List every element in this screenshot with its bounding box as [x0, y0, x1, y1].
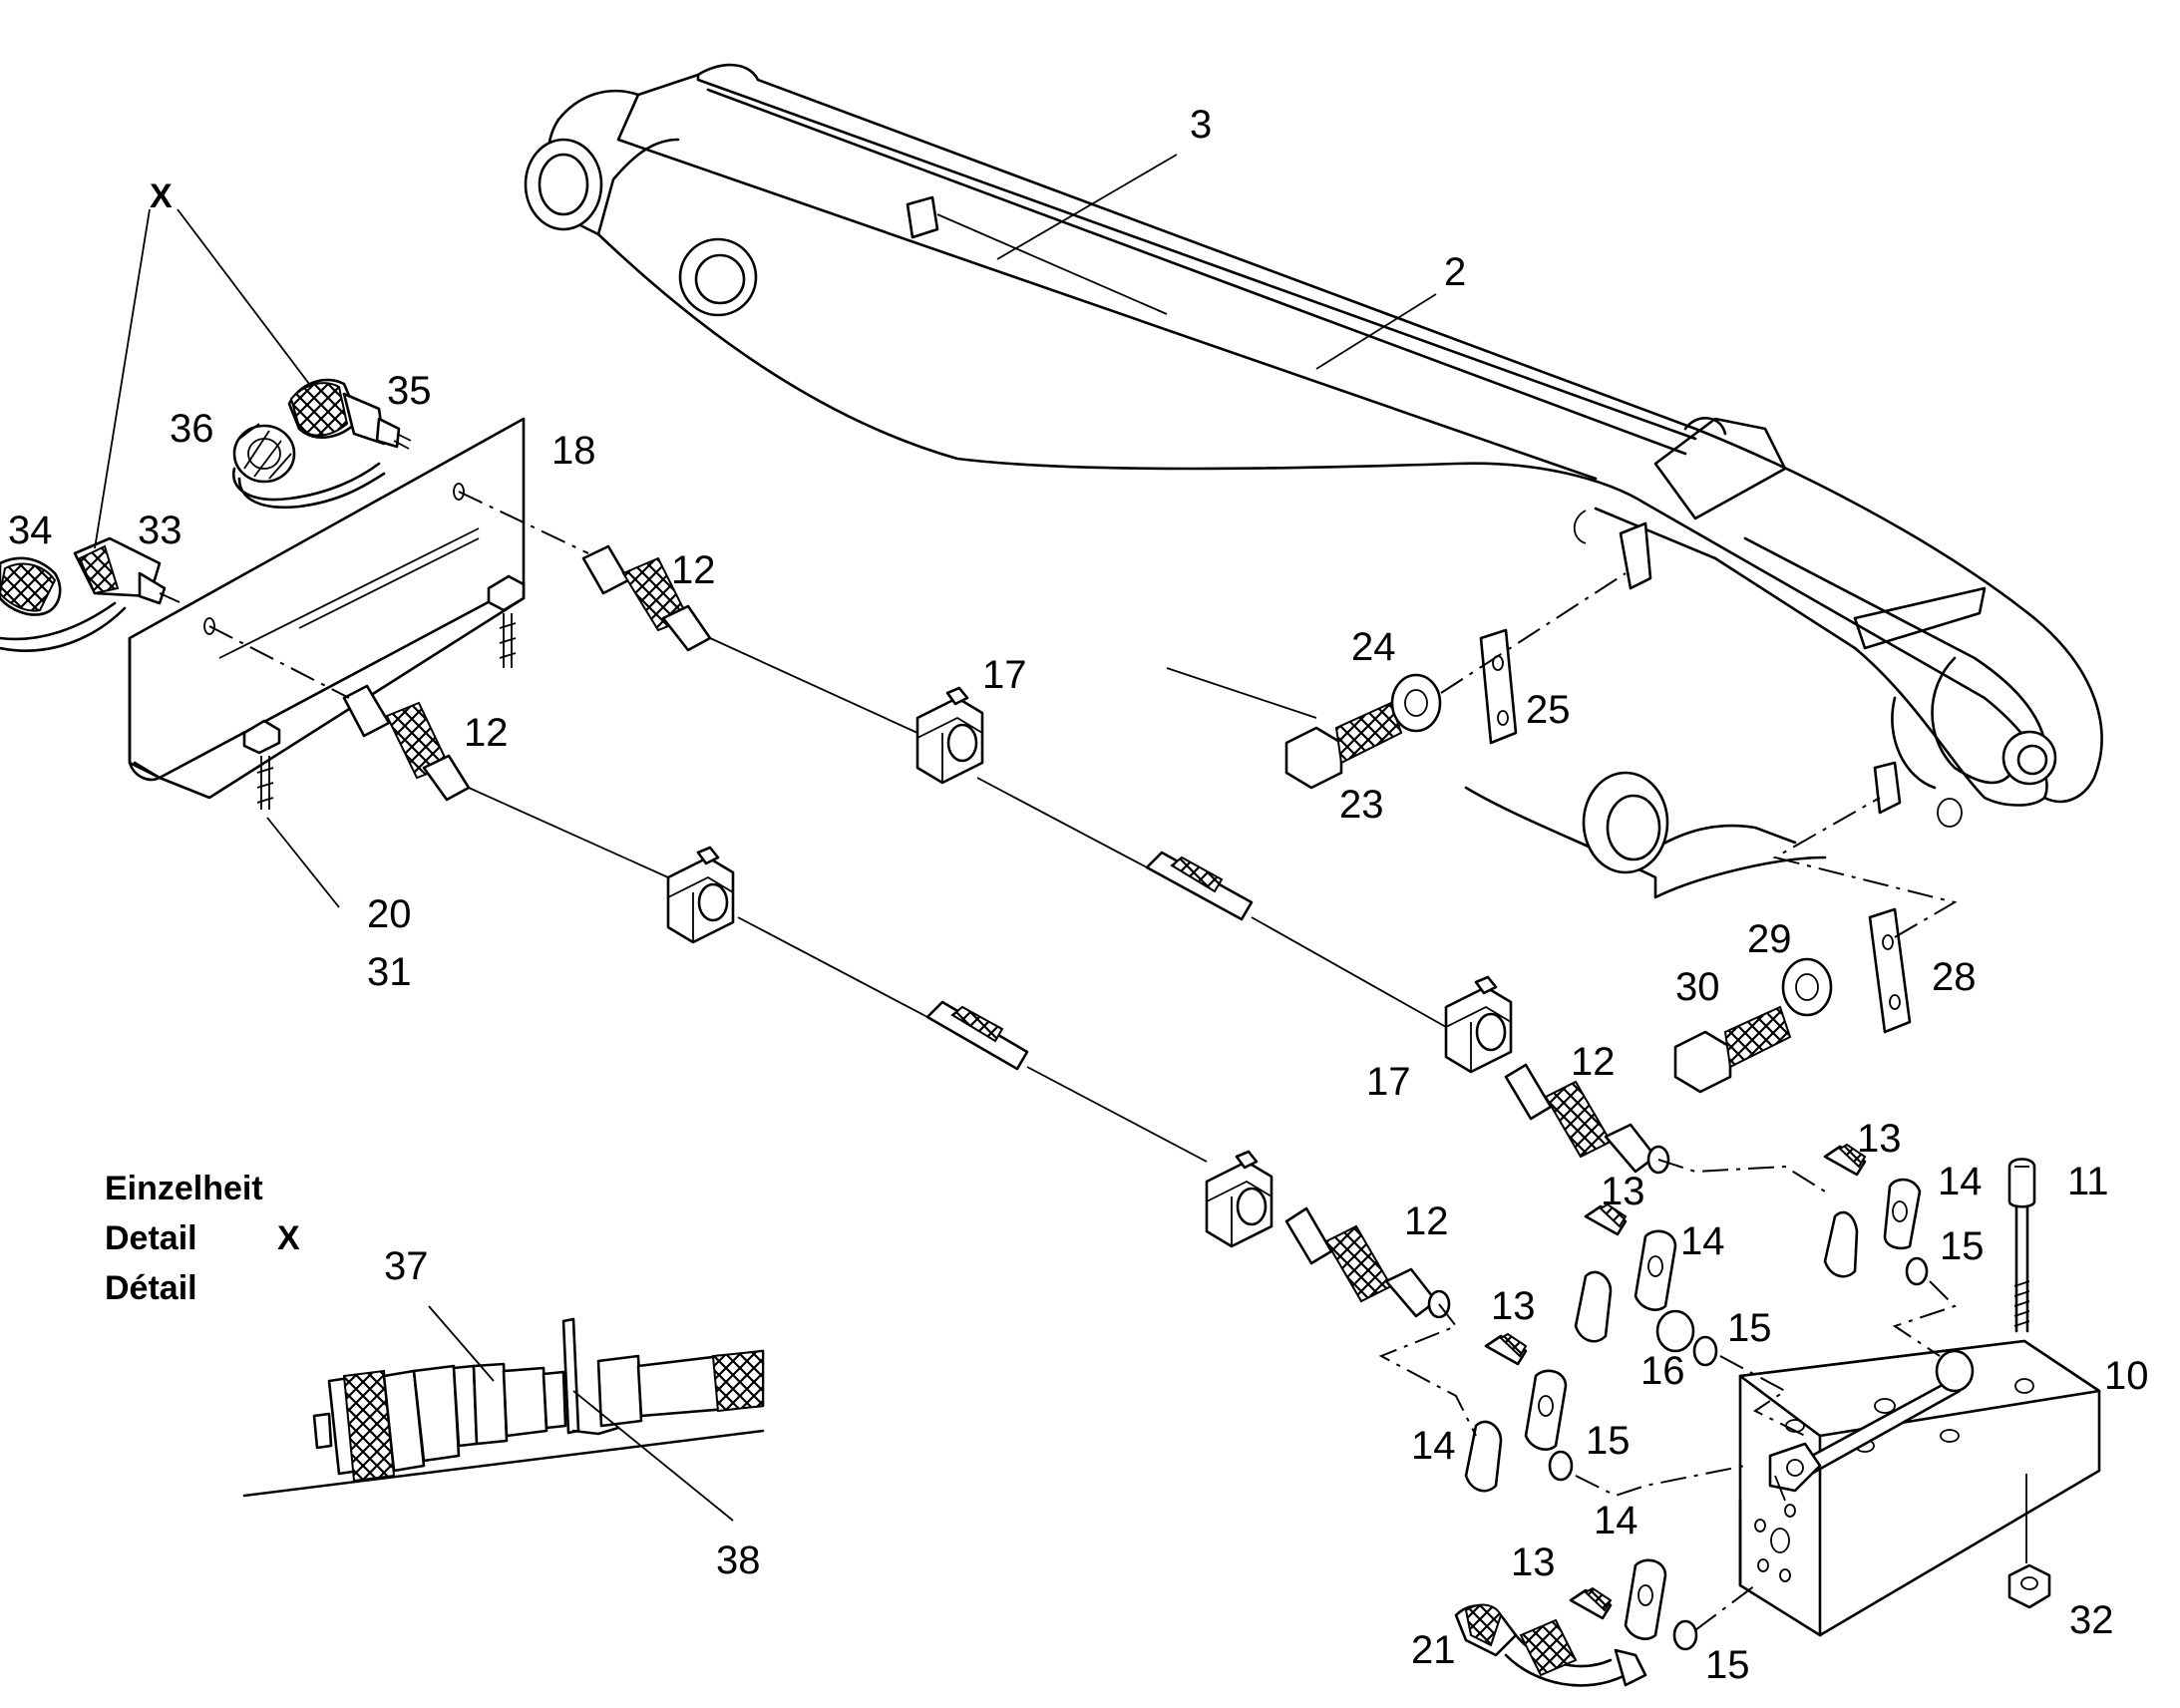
caption-line-detail: Detail: [105, 1219, 197, 1257]
coupling-36-35: [231, 378, 412, 510]
callout-15-b: 15: [1727, 1306, 1772, 1350]
callout-32: 32: [2069, 1598, 2114, 1642]
callout-35: 35: [387, 369, 432, 413]
leader-x-a: [94, 208, 151, 549]
callout-31: 31: [367, 950, 412, 994]
callout-34: 34: [8, 509, 53, 552]
callout-24: 24: [1351, 625, 1396, 669]
mounting-bracket: [128, 417, 526, 810]
leader-2: [1315, 293, 1437, 370]
callout-29: 29: [1747, 917, 1792, 961]
hose-line-lower: [468, 787, 1208, 1163]
axis-line-flange-d: [1694, 1584, 1756, 1631]
axis-line-upper: [458, 491, 589, 554]
leader-3: [996, 154, 1178, 260]
hose-line-upper: [709, 637, 1447, 1028]
callout-12-c: 12: [1571, 1040, 1616, 1084]
caption-marker-x: X: [277, 1219, 300, 1257]
hose-fitting-12-lower: [1284, 1063, 1670, 1319]
callout-30: 30: [1675, 965, 1720, 1009]
callout-14-c: 14: [1411, 1424, 1456, 1468]
callout-25: 25: [1526, 688, 1571, 732]
callout-37: 37: [384, 1244, 429, 1288]
callout-17-b: 17: [1366, 1060, 1411, 1104]
flange-hardware: [1464, 1143, 1929, 1651]
leader-20: [266, 817, 340, 908]
callout-16: 16: [1640, 1349, 1685, 1393]
boom-arm: [524, 63, 2103, 899]
axis-line-bolt-upper: [1440, 572, 1627, 694]
callout-10: 10: [2104, 1354, 2149, 1398]
callout-20: 20: [367, 892, 412, 936]
callout-21: 21: [1411, 1628, 1456, 1672]
callout-15-c: 15: [1586, 1419, 1631, 1463]
callout-36: 36: [170, 407, 214, 451]
callout-38: 38: [716, 1538, 761, 1582]
callout-x: X: [150, 177, 173, 215]
axis-line-flange-a: [1657, 1159, 1957, 1357]
callout-13-a: 13: [1857, 1117, 1902, 1161]
caption-block: Einzelheit Detail X Détail: [105, 1170, 300, 1307]
callout-15-a: 15: [1940, 1224, 1985, 1268]
axis-line-flange-c: [1719, 1355, 1806, 1437]
cap-screw-11: [2007, 1158, 2036, 1333]
hose-21: [1454, 1603, 1647, 1687]
callout-13-c: 13: [1491, 1284, 1536, 1328]
caption-line-detail-fr: Détail: [105, 1269, 197, 1307]
callout-14-d: 14: [1594, 1499, 1638, 1542]
callout-12-a: 12: [671, 548, 716, 592]
callout-28: 28: [1932, 955, 1977, 999]
bolt-washer-set-upper: [1166, 628, 1518, 790]
callout-33: 33: [138, 509, 182, 552]
callout-12-d: 12: [1404, 1199, 1449, 1243]
callout-15-d: 15: [1705, 1643, 1750, 1687]
leader-x-b: [177, 208, 310, 385]
callout-17-a: 17: [982, 653, 1027, 697]
hose-fitting-12-upper: [342, 544, 712, 802]
axis-line-bolt-lower: [1772, 797, 1958, 938]
valve-block: [1738, 1339, 2101, 1637]
bolt-washer-set-lower: [1673, 907, 1912, 1094]
callout-18: 18: [551, 429, 596, 473]
detail-x-inset: [242, 1305, 765, 1522]
callout-13-b: 13: [1601, 1170, 1645, 1213]
callout-13-d: 13: [1511, 1540, 1556, 1584]
callout-23: 23: [1339, 783, 1384, 827]
callout-labels: X 3 2 35 36 18 34 33 12 12 17 20 31 24 2…: [8, 103, 2149, 1687]
coupling-34-33: [0, 536, 181, 652]
callout-11: 11: [2067, 1160, 2109, 1203]
hose-sleeves: [925, 851, 1254, 1071]
callout-12-b: 12: [464, 711, 509, 755]
callout-14-b: 14: [1680, 1219, 1725, 1263]
pipe-clamps: [666, 686, 1513, 1248]
nut-32: [2007, 1474, 2051, 1609]
axis-line-flange-b: [1378, 1303, 1746, 1498]
callout-3: 3: [1190, 103, 1212, 147]
caption-line-einzelheit: Einzelheit: [105, 1170, 263, 1207]
callout-14-a: 14: [1938, 1160, 1983, 1203]
callout-2: 2: [1444, 250, 1466, 294]
